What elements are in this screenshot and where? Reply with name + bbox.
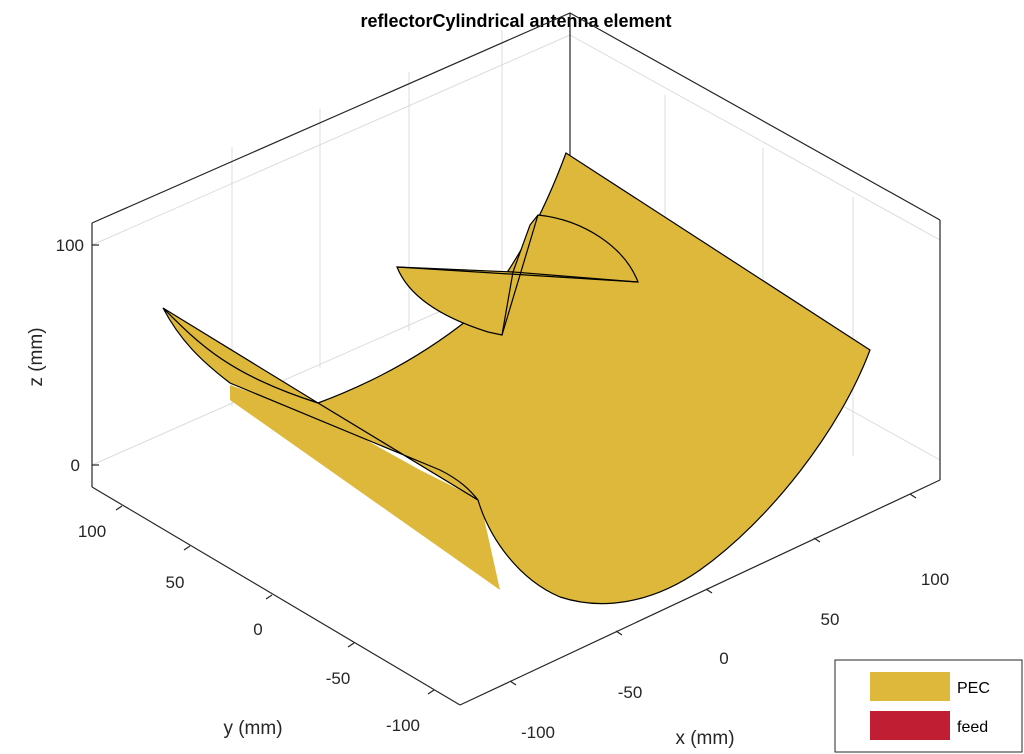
legend-label-feed: feed [957, 719, 988, 736]
z-tick-labels: 100 0 [56, 236, 84, 475]
reflector-surface [162, 152, 871, 605]
y-tick-label: 100 [78, 522, 106, 541]
y-tick-label: -50 [326, 669, 351, 688]
z-axis-label: z (mm) [26, 327, 47, 386]
tick-marks [92, 244, 917, 695]
y-tick-label: 50 [166, 573, 185, 592]
z-tick-label: 0 [71, 456, 80, 475]
y-tick-label: -100 [386, 716, 420, 735]
x-tick-label: -50 [618, 683, 643, 702]
dipole-left-wing [396, 266, 514, 336]
legend-swatch-pec [870, 672, 950, 701]
x-axis-label: x (mm) [675, 728, 734, 749]
legend-swatch-feed [870, 711, 950, 740]
y-axis-label: y (mm) [223, 718, 282, 739]
x-tick-labels: -100 -50 0 50 100 [521, 570, 949, 742]
x-tick-label: -100 [521, 723, 555, 742]
x-tick-label: 0 [719, 649, 728, 668]
x-tick-label: 50 [821, 610, 840, 629]
x-tick-label: 100 [921, 570, 949, 589]
y-tick-label: 0 [253, 620, 262, 639]
reflector-front-lip [162, 307, 479, 501]
chart-title: reflectorCylindrical antenna element [360, 11, 671, 31]
antenna-geometry [162, 152, 871, 605]
z-tick-label: 100 [56, 236, 84, 255]
legend: PEC feed [834, 659, 1023, 753]
y-tick-labels: 100 50 0 -50 -100 [78, 522, 420, 735]
reflector-underside [230, 385, 500, 590]
legend-label-pec: PEC [957, 680, 990, 697]
